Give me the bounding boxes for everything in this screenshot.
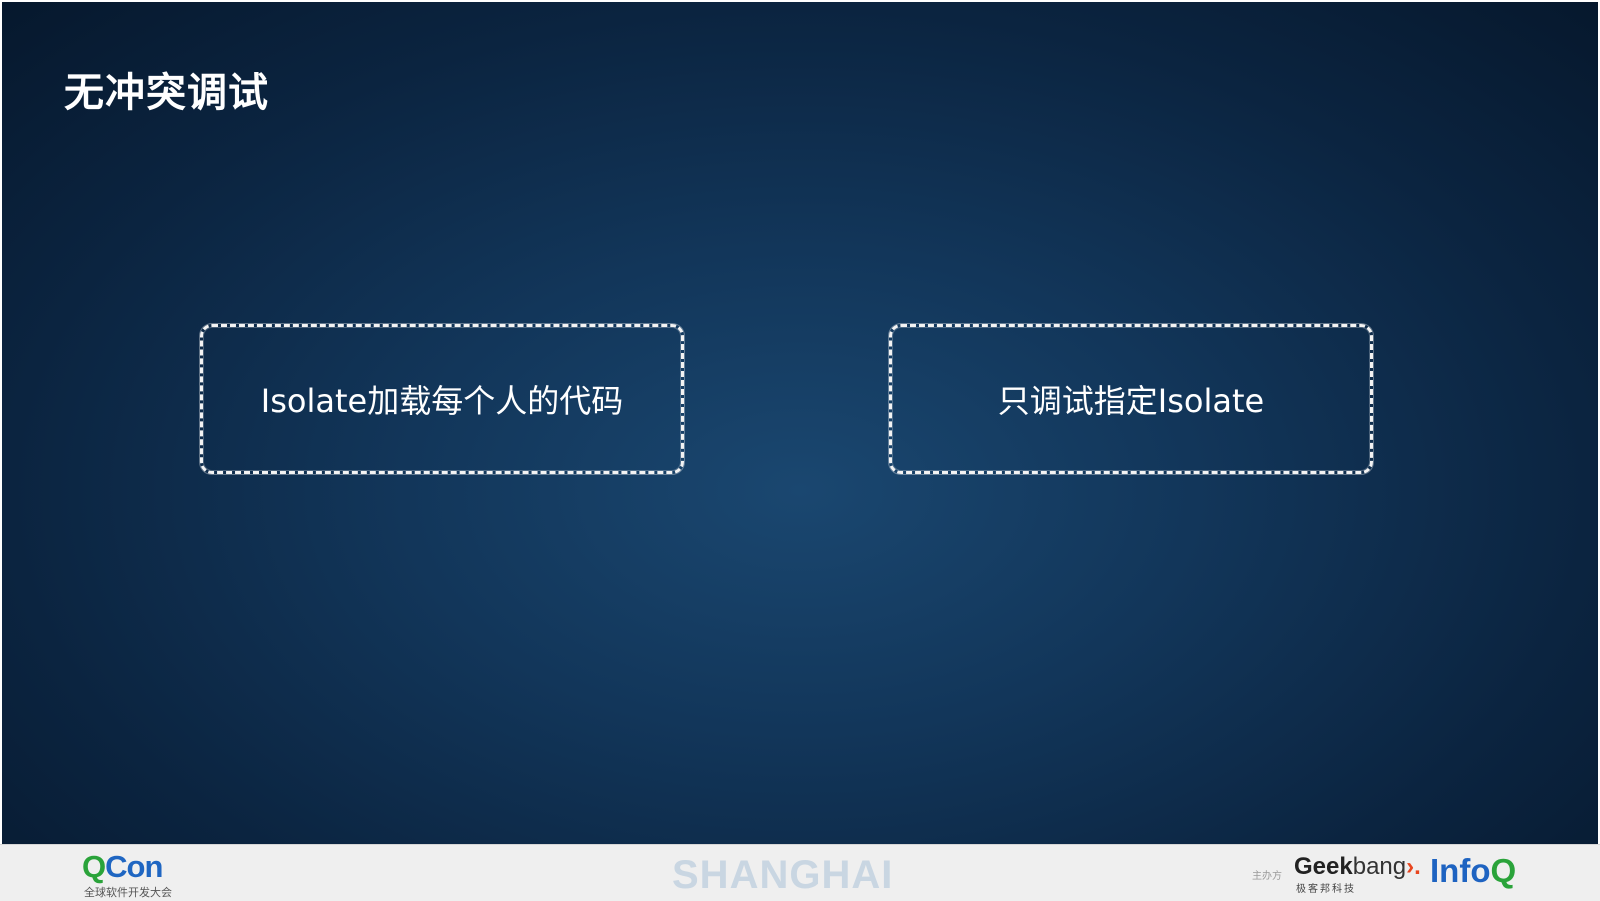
- qcon-logo: QCon 全球软件开发大会: [82, 849, 202, 900]
- infoq-info-letters: Info: [1430, 852, 1491, 889]
- concept-box-debug-isolate: 只调试指定Isolate: [889, 324, 1373, 474]
- infoq-q-letter: Q: [1490, 852, 1517, 889]
- concept-box-isolate-load: Isolate加载每个人的代码: [200, 324, 684, 474]
- footer-bar: QCon 全球软件开发大会 SHANGHAI 主办方 Geekbang›. 极客…: [0, 844, 1600, 901]
- geekbang-subtitle: 极客邦科技: [1296, 884, 1356, 895]
- concept-box-label: Isolate加载每个人的代码: [260, 382, 624, 420]
- city-name: SHANGHAI: [672, 853, 894, 897]
- geekbang-wordmark: Geekbang›.: [1294, 855, 1421, 879]
- qcon-q-letter: Q: [82, 849, 106, 884]
- slide-canvas: 无冲突调试 Isolate加载每个人的代码 只调试指定Isolate: [2, 2, 1598, 844]
- geekbang-logo: Geekbang›. 极客邦科技: [1294, 855, 1421, 896]
- slide-title: 无冲突调试: [64, 70, 269, 116]
- qcon-subtitle: 全球软件开发大会: [84, 886, 172, 899]
- infoq-logo: InfoQ: [1430, 853, 1516, 889]
- geekbang-arrow-icon: ›.: [1406, 853, 1421, 880]
- organizer-label: 主办方: [1252, 871, 1282, 882]
- qcon-con-letters: Con: [105, 849, 163, 884]
- geekbang-geek: Geek: [1294, 853, 1353, 880]
- geekbang-bang: bang: [1352, 853, 1407, 880]
- concept-box-label: 只调试指定Isolate: [997, 382, 1265, 420]
- qcon-wordmark: QCon: [82, 849, 163, 884]
